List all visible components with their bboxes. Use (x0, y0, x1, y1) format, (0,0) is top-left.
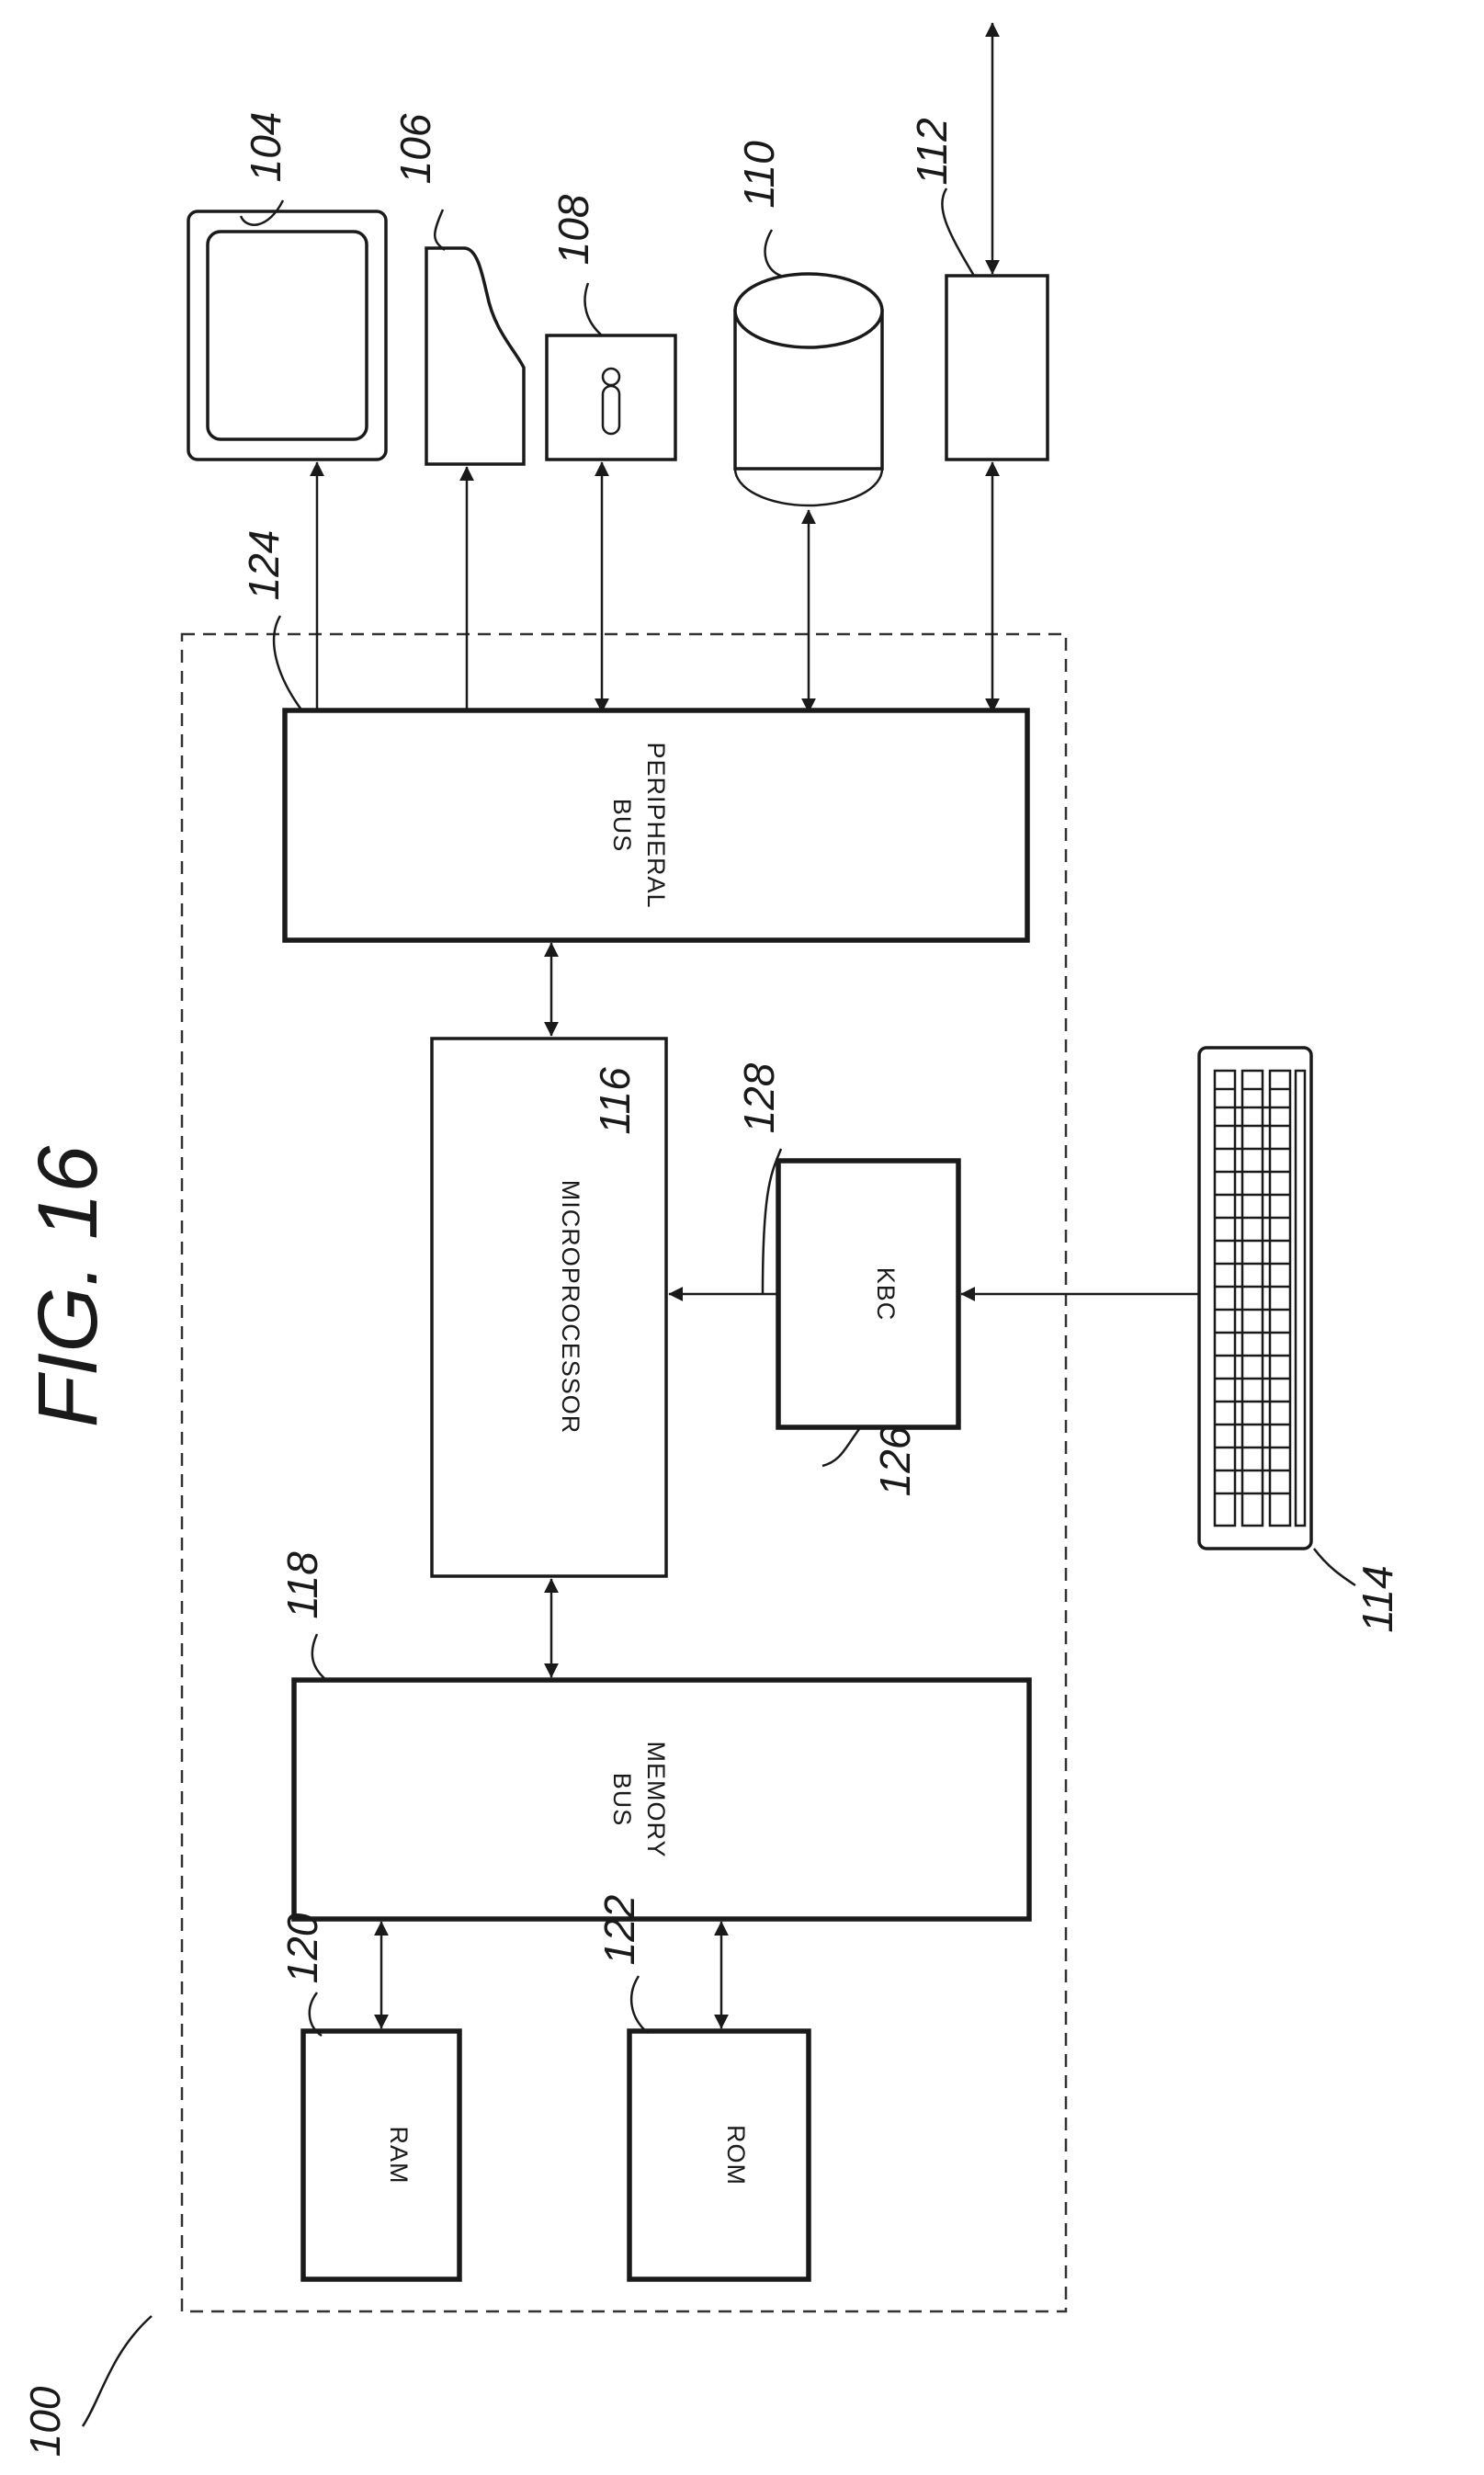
ref-116: 116 (591, 1067, 639, 1135)
ref-128: 128 (735, 1062, 783, 1133)
keyboard (1199, 1048, 1311, 1549)
ref-124: 124 (240, 530, 288, 601)
rom-block (629, 2031, 809, 2279)
ref-108: 108 (549, 194, 597, 265)
memory-bus-label-1: MEMORY (642, 1741, 670, 1857)
ref-126: 126 (871, 1425, 919, 1496)
peripheral-bus-label-1: PERIPHERAL (642, 742, 670, 908)
ref-106: 106 (391, 113, 439, 184)
network-interface (946, 276, 1048, 460)
ref-114: 114 (1354, 1565, 1401, 1632)
kbc-label: KBC (872, 1267, 900, 1322)
peripheral-bus-label-2: BUS (608, 799, 636, 853)
rom-label: ROM (722, 2125, 750, 2185)
ref-118: 118 (278, 1551, 326, 1619)
printer (426, 248, 524, 464)
figure-title: FIG. 16 (21, 1145, 115, 1428)
ram-block (303, 2031, 459, 2279)
ref-104: 104 (242, 112, 289, 183)
ref-100: 100 (21, 2386, 69, 2457)
ram-label: RAM (385, 2127, 413, 2185)
monitor (188, 211, 386, 460)
memory-bus-label-2: BUS (608, 1773, 636, 1827)
kbc-block (778, 1161, 958, 1427)
ref-112: 112 (908, 118, 956, 185)
ref-120: 120 (278, 1913, 326, 1983)
microprocessor-label: MICROPROCESSOR (557, 1180, 584, 1435)
ref-110: 110 (735, 141, 783, 209)
ref-122: 122 (595, 1895, 643, 1966)
disk-drive (735, 274, 882, 505)
floppy-drive (547, 335, 675, 460)
